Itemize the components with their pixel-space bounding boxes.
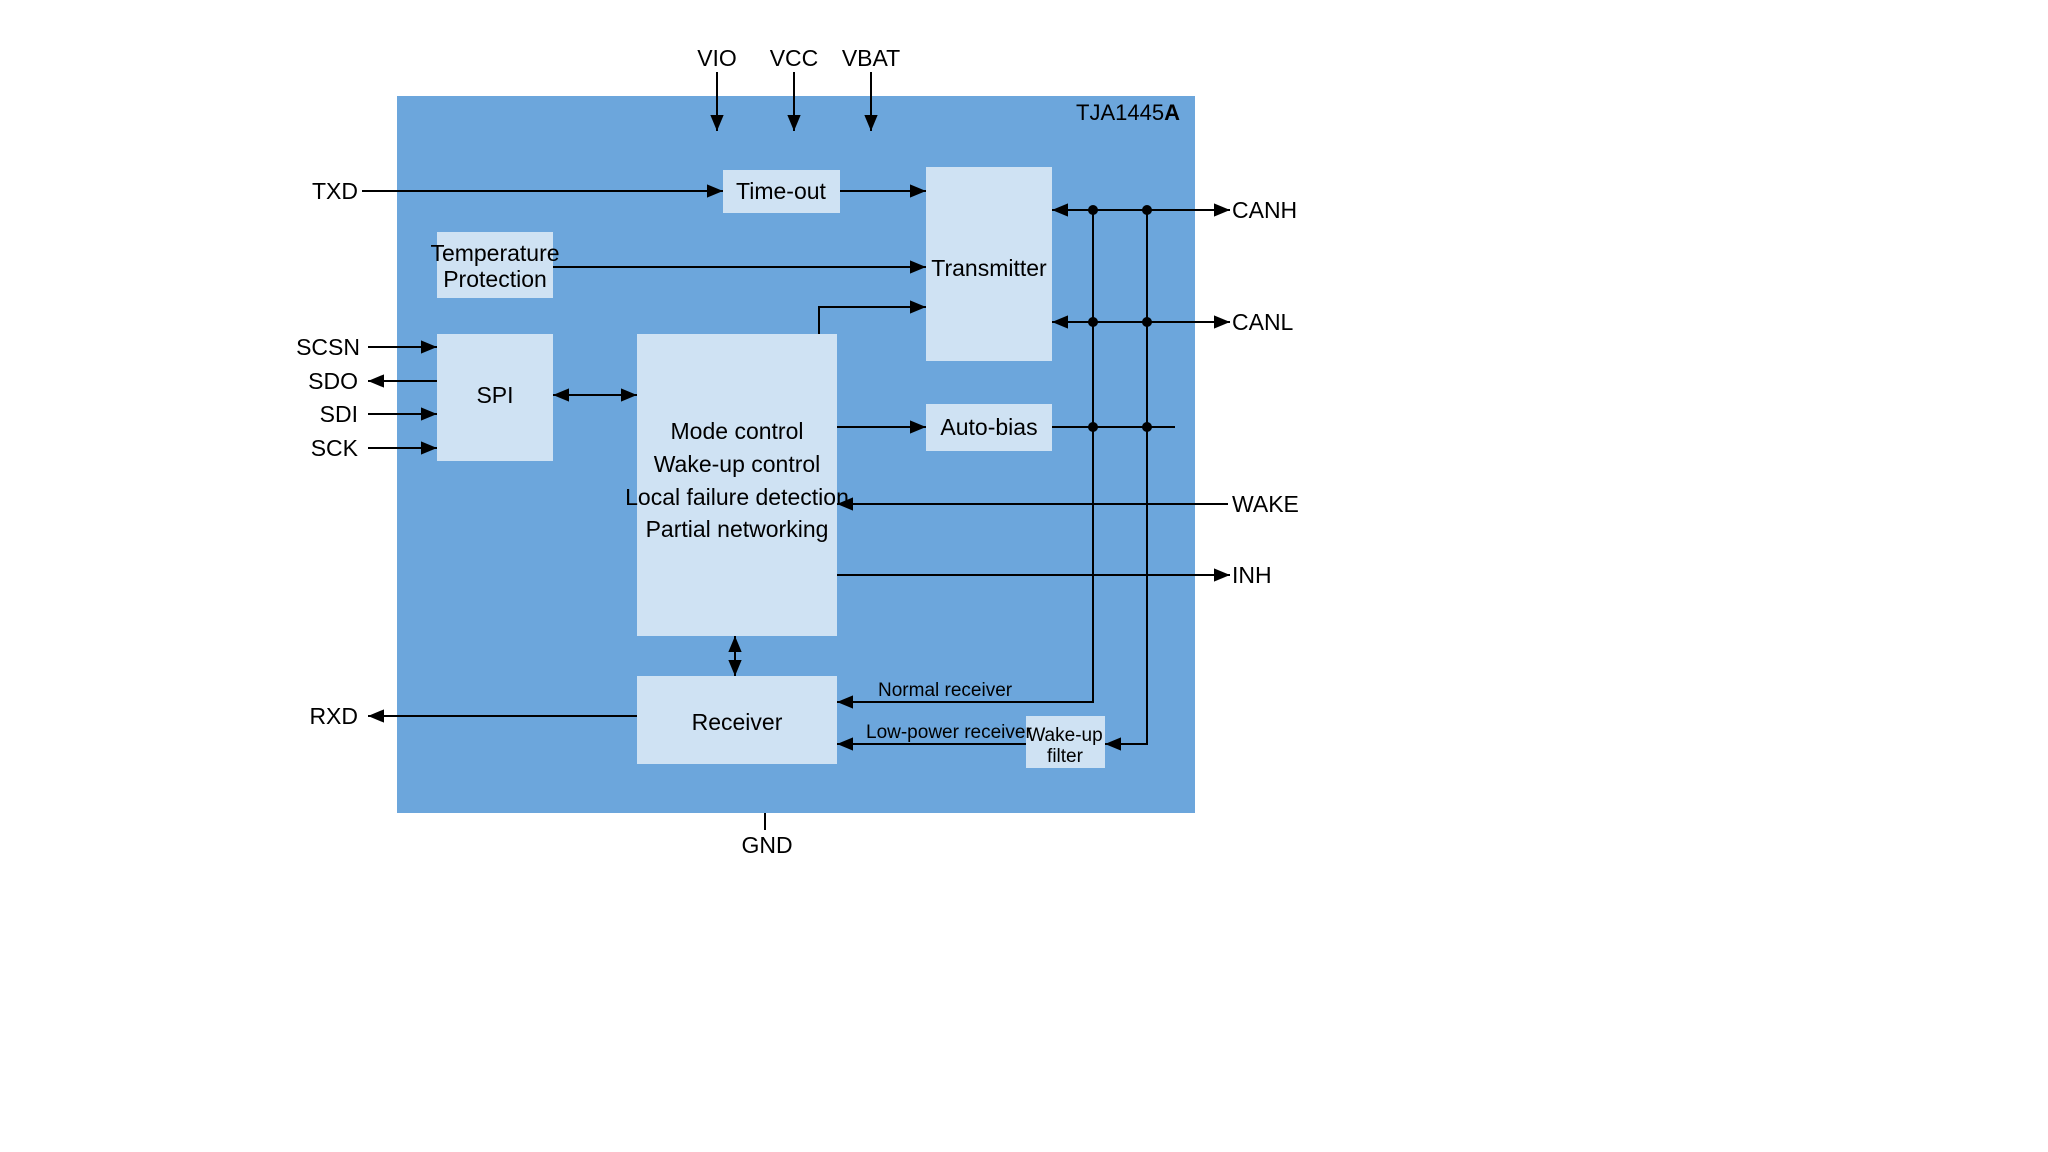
pin-label-canh: CANH [1232, 197, 1297, 223]
block-temperature-protection [437, 232, 553, 298]
pin-label-vio: VIO [697, 45, 737, 71]
wire-mode-control-to-transmitter [818, 300, 926, 334]
block-wake-up-filter [1026, 716, 1105, 768]
block-mode-control [637, 334, 837, 636]
block-wake-up-filter-line1: Wake-up [1027, 725, 1102, 746]
pin-label-vcc: VCC [770, 45, 819, 71]
block-receiver [637, 676, 837, 764]
junction-dots [1088, 205, 1152, 432]
pin-label-scsn: SCSN [296, 334, 360, 360]
pin-label-sdi: SDI [320, 401, 358, 427]
wire-annotations: Normal receiver Low-power receiver [866, 680, 1032, 743]
block-transmitter-label: Transmitter [931, 255, 1047, 281]
block-time-out-label: Time-out [736, 178, 826, 204]
blocks-group: Time-out Temperature Protection Transmit… [430, 167, 1105, 768]
pin-label-vbat: VBAT [842, 45, 900, 71]
block-mode-control-line2: Wake-up control [654, 451, 821, 477]
junction-dot-autobias-busB [1142, 422, 1152, 432]
pin-label-txd: TXD [312, 178, 358, 204]
block-spi [437, 334, 553, 461]
block-wake-up-filter-line2: filter [1047, 746, 1084, 767]
block-time-out [723, 170, 840, 213]
pin-label-gnd: GND [741, 832, 792, 858]
block-auto-bias [926, 404, 1052, 451]
junction-dot-autobias-busA [1088, 422, 1098, 432]
pin-label-sdo: SDO [308, 368, 358, 394]
annotation-low-power-receiver: Low-power receiver [866, 722, 1032, 743]
block-temperature-protection-line1: Temperature [430, 240, 559, 266]
block-spi-label: SPI [476, 382, 513, 408]
chip-title: TJA1445A [1076, 100, 1180, 125]
pin-label-sck: SCK [311, 435, 359, 461]
pin-label-wake: WAKE [1232, 491, 1299, 517]
wires-group [362, 72, 1230, 830]
block-auto-bias-label: Auto-bias [940, 414, 1037, 440]
junction-dot-canl-busA [1088, 317, 1098, 327]
pin-label-inh: INH [1232, 562, 1272, 588]
block-temperature-protection-line2: Protection [443, 266, 547, 292]
wire-bus-to-normal-receiver [837, 210, 1094, 709]
block-transmitter [926, 167, 1052, 361]
junction-dot-canh-busA [1088, 205, 1098, 215]
wire-bus-to-wake-up-filter [1105, 210, 1148, 751]
annotation-normal-receiver: Normal receiver [878, 680, 1013, 701]
junction-dot-canl-busB [1142, 317, 1152, 327]
pin-label-canl: CANL [1232, 309, 1294, 335]
block-receiver-label: Receiver [692, 709, 783, 735]
block-mode-control-line1: Mode control [671, 418, 804, 444]
chip-title-suffix: A [1164, 100, 1180, 125]
chip-title-prefix: TJA1445 [1076, 100, 1164, 125]
block-mode-control-line4: Partial networking [646, 516, 829, 542]
junction-dot-canh-busB [1142, 205, 1152, 215]
pin-labels: VIO VCC VBAT TXD SCSN SDO SDI SCK RXD CA… [296, 45, 1299, 858]
pin-label-rxd: RXD [309, 703, 358, 729]
block-mode-control-line3: Local failure detection [625, 484, 849, 510]
